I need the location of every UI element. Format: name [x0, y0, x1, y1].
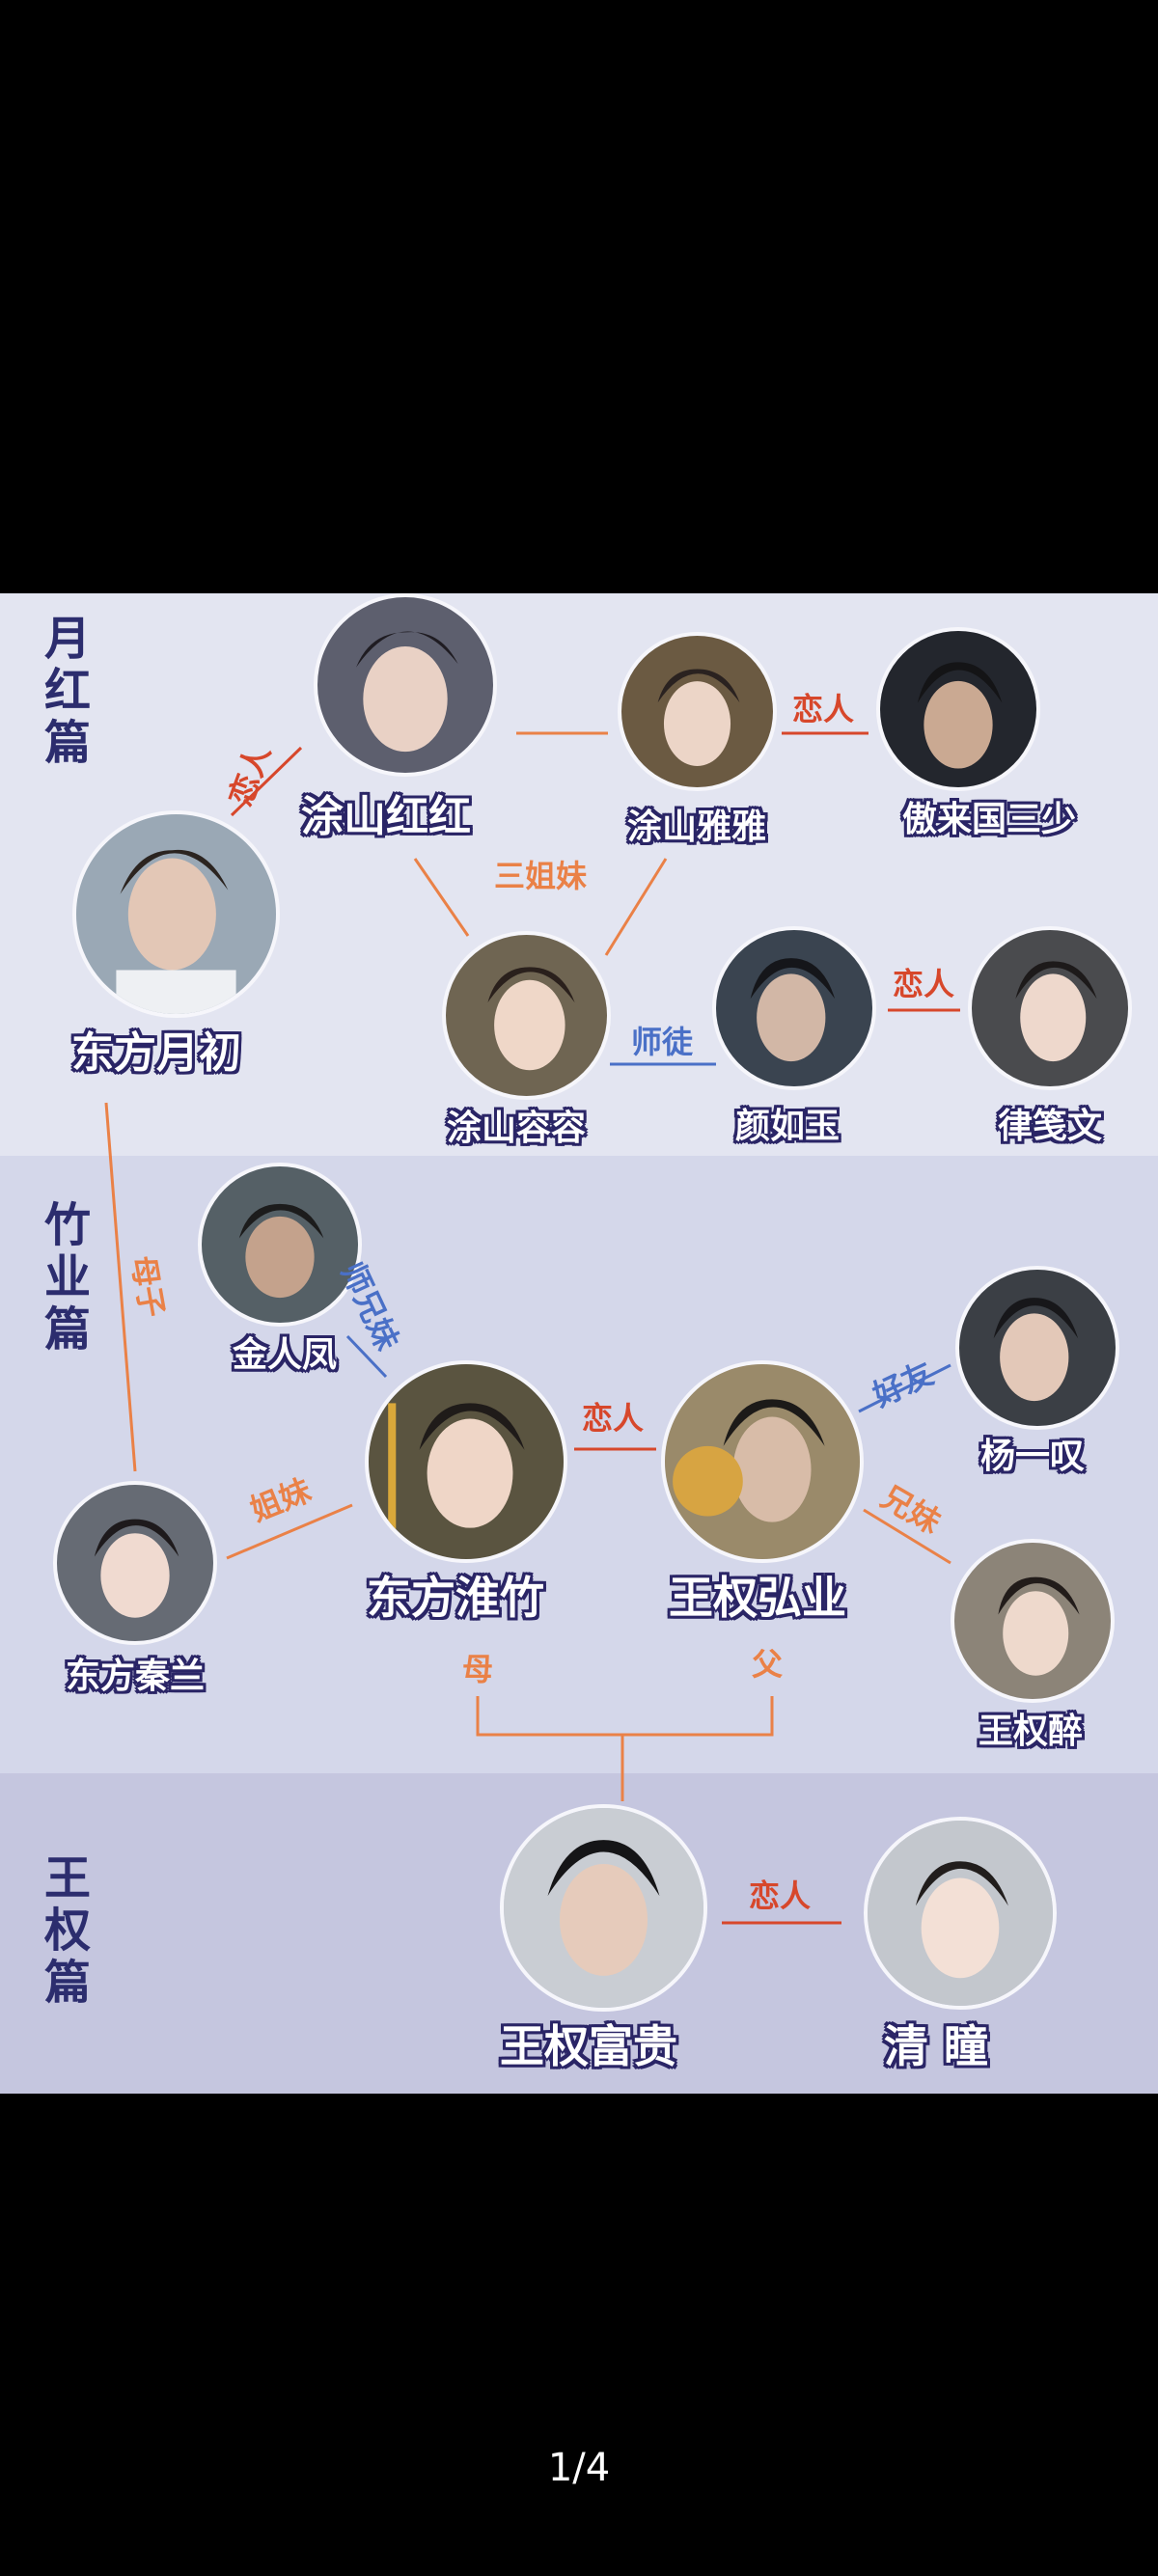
avatar-dongfang-qinlan — [53, 1481, 217, 1645]
name-tushan-rongrong: 涂山容容 — [446, 1109, 587, 1148]
line-yaya-rongrong — [604, 858, 668, 956]
relation-huaizhu-hongye: 恋人 — [581, 1400, 645, 1437]
line-yuechu-qinlan — [104, 1102, 137, 1472]
relationship-lines — [104, 731, 960, 1925]
name-tushan-yaya: 涂山雅雅 — [626, 808, 767, 847]
name-aolaiguo-sanshao: 傲来国三少 — [901, 800, 1077, 839]
line-jinrenfeng-huaizhu — [345, 1334, 388, 1379]
relation-yanruyu-lvjianwen: 恋人 — [892, 966, 955, 1002]
relation-fugui-qingtong: 恋人 — [748, 1877, 812, 1914]
relation-yaya-sanshao: 恋人 — [791, 691, 855, 727]
name-wangquan-fugui: 王权富贵 — [500, 2020, 677, 2072]
avatar-yan-ruyu — [712, 926, 876, 1090]
avatar-qing-tong — [864, 1817, 1057, 2010]
avatar-aolaiguo-sanshao — [876, 627, 1040, 791]
relation-shitu: 师徒 — [630, 1024, 694, 1060]
page-indicator: 1/4 — [547, 2446, 611, 2490]
name-yang-yitan: 杨一叹 — [979, 1437, 1086, 1476]
section-title-zhuye: 竹业篇 — [43, 1198, 91, 1357]
avatar-tushan-rongrong — [442, 931, 611, 1100]
line-parents-bracket — [476, 1696, 774, 1737]
name-dongfang-huaizhu: 东方淮竹 — [367, 1572, 544, 1624]
relationship-chart: 月红篇 竹业篇 王权篇 涂山红红 涂山 — [0, 593, 1158, 2094]
section-title-yuehong: 月红篇 — [43, 612, 91, 770]
avatar-dongfang-yuechu — [72, 810, 280, 1018]
avatar-dongfang-huaizhu — [365, 1360, 567, 1563]
avatar-lv-jianwen — [968, 926, 1132, 1090]
avatar-wangquan-hongye — [661, 1360, 864, 1563]
name-wangquan-zui: 王权醉 — [978, 1712, 1084, 1751]
section-band-zhuye — [0, 1156, 1158, 1773]
line-qinlan-huaizhu — [226, 1503, 353, 1560]
relation-sanjiemei: 三姐妹 — [493, 858, 588, 894]
name-yan-ruyu: 颜如玉 — [734, 1107, 841, 1146]
avatar-tushan-honghong — [314, 593, 497, 777]
name-wangquan-hongye: 王权弘业 — [669, 1572, 846, 1624]
name-qing-tong: 清 瞳 — [883, 2020, 989, 2072]
avatar-wangquan-fugui — [500, 1804, 707, 2012]
avatar-jin-renfeng — [198, 1163, 362, 1327]
line-honghong-rongrong — [413, 858, 470, 937]
name-dongfang-yuechu: 东方月初 — [71, 1028, 241, 1078]
relation-fu: 父 — [751, 1646, 784, 1683]
section-title-wangquan: 王权篇 — [43, 1851, 91, 2010]
avatar-tushan-yaya — [618, 632, 777, 791]
line-hongye-zui — [863, 1508, 951, 1565]
avatar-yang-yitan — [955, 1266, 1119, 1430]
name-dongfang-qinlan: 东方秦兰 — [65, 1657, 206, 1696]
name-tushan-honghong: 涂山红红 — [301, 792, 471, 841]
line-honghong-yuechu — [230, 746, 303, 817]
line-hongye-yangyitan — [858, 1363, 951, 1413]
name-lv-jianwen: 律笺文 — [997, 1107, 1103, 1146]
relation-mu: 母 — [461, 1651, 494, 1687]
avatar-wangquan-zui — [951, 1539, 1115, 1703]
name-jin-renfeng: 金人凤 — [232, 1335, 338, 1375]
